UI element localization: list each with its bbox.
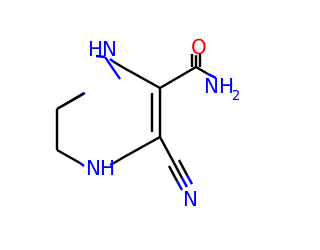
bond-n1-c2-dark [95, 54, 106, 59]
bond-nitrile-triple-3b [185, 174, 194, 185]
bond-nitrile-triple-2 [167, 165, 179, 182]
bond-n4-c3-colored [109, 161, 115, 167]
atom-amide-nh: NH [204, 74, 234, 98]
bond-n1-c2 [104, 56, 121, 80]
bond-amide-c-to-c2 [159, 65, 197, 90]
atom-n4: N [86, 156, 101, 180]
bond-nitrile-triple-1b [180, 177, 189, 188]
atom-nitrile-n: N [183, 187, 198, 211]
atom-n1-h: H [88, 37, 103, 61]
atom-o: O [191, 35, 207, 59]
atom-n1: N [102, 37, 117, 61]
bond-c5-n4 [56, 148, 81, 165]
structure-diagram: H N N H O NH 2 N [55, 35, 240, 211]
atom-amide-h-subscript: 2 [232, 89, 240, 104]
bond-c5-n4-colored [79, 162, 85, 167]
bond-nitrile-triple-2b [175, 180, 184, 191]
bond-c3-n4side [123, 135, 161, 159]
bond-n4-c3 [113, 155, 125, 165]
bond-n1h-c2-colored [109, 58, 115, 63]
bond-ring-top-left [56, 91, 85, 111]
atom-n4-h: H [100, 156, 115, 180]
bond-c2-c3 [123, 66, 161, 90]
bond-c3-cnitrile [158, 136, 176, 164]
bond-nitrile-triple-3 [177, 159, 189, 176]
bond-nitrile-triple-1 [172, 162, 184, 179]
bond-amide-cn-blue [207, 72, 217, 80]
bond-amide-cn [195, 65, 209, 76]
bond-n1h-c2 [113, 60, 125, 70]
